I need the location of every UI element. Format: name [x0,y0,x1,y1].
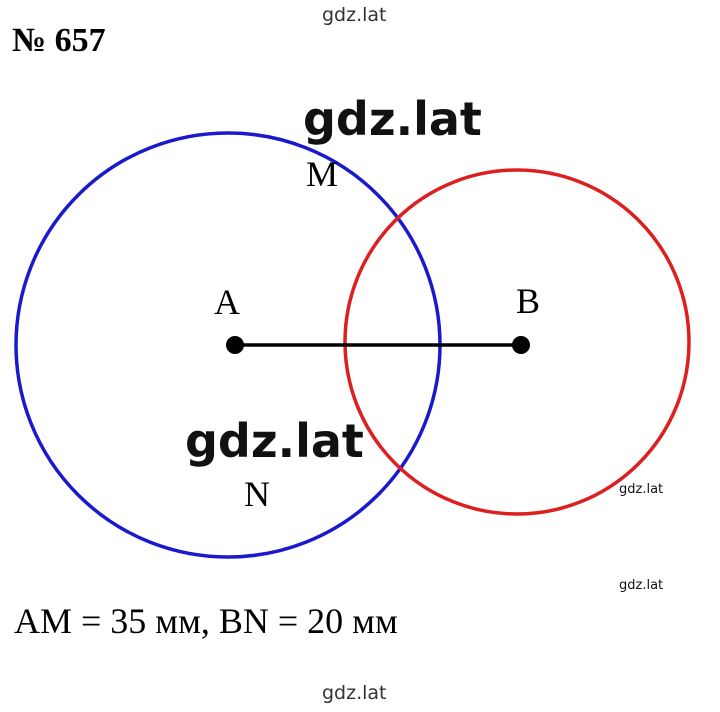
point-a-dot [226,336,244,354]
point-n-label: N [244,474,270,514]
watermark-small-2: gdz.lat [619,578,664,593]
point-m-label: M [306,154,338,194]
circle-b [343,168,691,516]
watermark-large-2: gdz.lat [185,414,364,468]
watermark-top: gdz.lat [322,4,387,26]
given-conditions: AM = 35 мм, BN = 20 мм [14,601,398,641]
point-b-label: B [516,281,540,321]
watermark-bottom: gdz.lat [322,682,387,704]
point-a-label: A [214,282,240,322]
watermark-large-1: gdz.lat [303,92,482,146]
problem-number: № 657 [12,22,106,59]
point-b-dot [512,336,530,354]
watermark-small-1: gdz.lat [619,482,664,497]
